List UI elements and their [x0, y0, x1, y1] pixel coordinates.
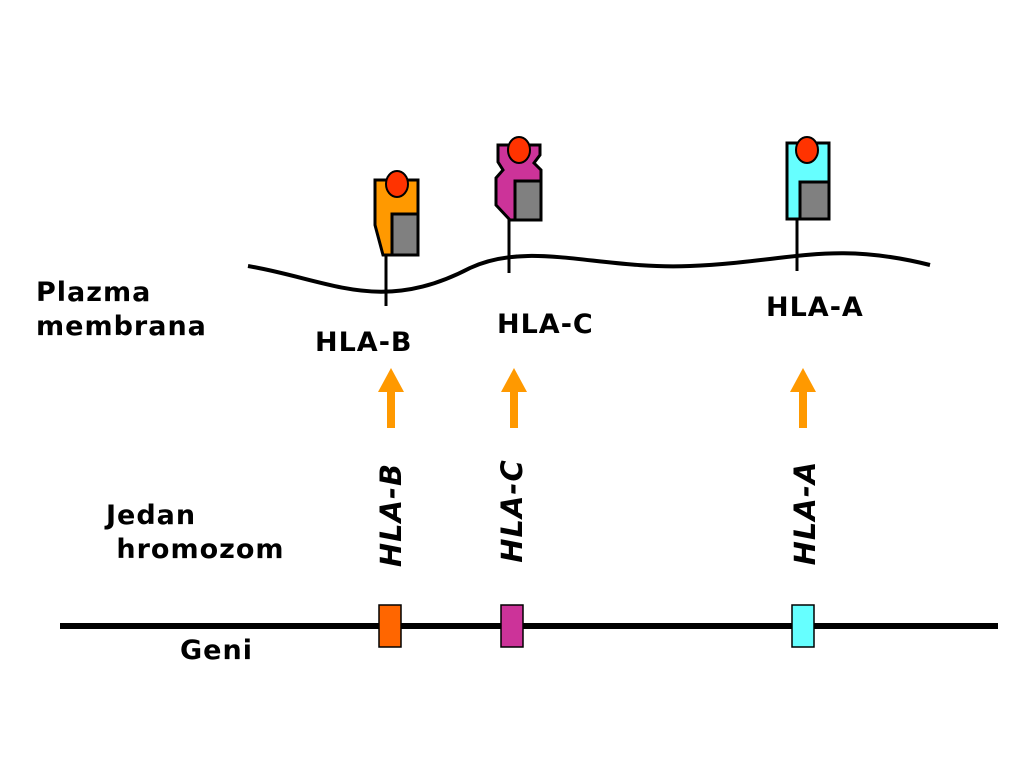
- protein-label-hla-c: HLA-C: [497, 309, 594, 340]
- gene-box-hla-c: [500, 604, 524, 648]
- plasma-membrane-line: [247, 251, 931, 294]
- gene-box-hla-b: [378, 604, 402, 648]
- expression-arrow-hla-a: [790, 368, 816, 428]
- hla-c-peptide: [507, 136, 531, 164]
- gene-box-hla-a: [791, 604, 815, 648]
- gene-label-hla-b: HLA-B: [374, 462, 408, 568]
- genes-label: Geni: [180, 635, 253, 666]
- hla-b-protein: [373, 170, 420, 306]
- protein-label-hla-b: HLA-B: [315, 327, 413, 358]
- hla-a-binding-groove: [798, 180, 831, 221]
- gene-label-hla-c: HLA-C: [495, 459, 529, 563]
- hla-a-protein: [785, 136, 831, 271]
- expression-arrow-hla-c: [501, 368, 527, 428]
- protein-label-hla-a: HLA-A: [766, 292, 864, 323]
- chromosome-label: Jedan hromozom: [106, 500, 285, 565]
- plasma-membrane-label: Plazma membrana: [36, 277, 207, 342]
- hla-c-protein: [494, 136, 543, 273]
- hla-b-binding-groove: [390, 212, 420, 257]
- expression-arrow-hla-b: [378, 368, 404, 428]
- hla-c-binding-groove: [513, 179, 543, 222]
- hla-a-peptide: [795, 136, 819, 164]
- gene-label-hla-a: HLA-A: [788, 460, 822, 566]
- hla-b-peptide: [385, 170, 409, 198]
